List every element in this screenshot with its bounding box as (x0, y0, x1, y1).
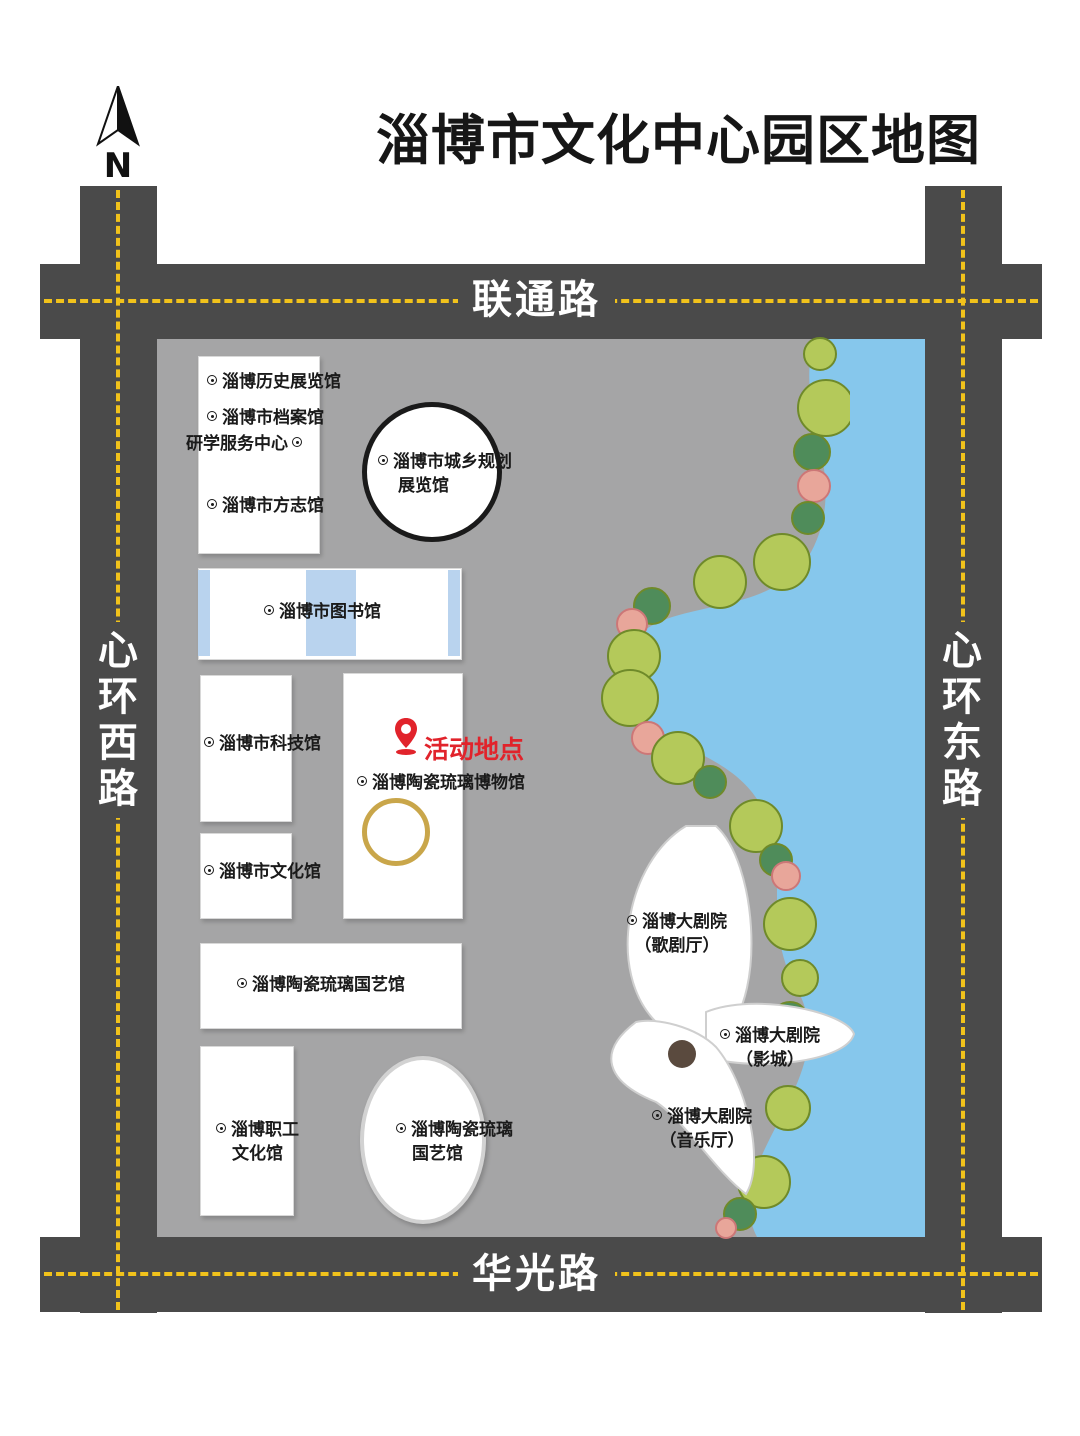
museum-rotunda (362, 798, 430, 866)
grand-theatre (610, 825, 856, 1196)
poi-icon (216, 1123, 226, 1133)
road-label-north: 联通路 (458, 272, 615, 328)
label-workers[interactable]: 淄博职工 文化馆 (216, 1118, 299, 1166)
north-arrow-icon: N (96, 85, 140, 186)
building-science (200, 675, 292, 822)
label-study[interactable]: 研学服务中心 (186, 432, 302, 456)
poi-icon (627, 915, 637, 925)
location-pin-icon[interactable] (393, 716, 419, 756)
road-label-south: 华光路 (458, 1246, 615, 1302)
poi-icon (207, 411, 217, 421)
label-library[interactable]: 淄博市图书馆 (264, 600, 381, 624)
label-ceramics-museum[interactable]: 淄博陶瓷琉璃博物馆 (357, 771, 525, 795)
label-art-oval[interactable]: 淄博陶瓷琉璃 国艺馆 (396, 1118, 513, 1166)
building-planning-hall (362, 402, 502, 542)
label-history[interactable]: 淄博历史展览馆 (207, 370, 341, 394)
poi-icon (720, 1029, 730, 1039)
event-location-label: 活动地点 (424, 735, 525, 764)
label-culture[interactable]: 淄博市文化馆 (204, 860, 321, 884)
building-workers (200, 1046, 294, 1216)
map-title: 淄博市文化中心园区地图 (376, 109, 981, 172)
label-planning[interactable]: 淄博市城乡规划 展览馆 (378, 450, 542, 498)
poi-icon (357, 776, 367, 786)
building-history-archives (198, 356, 320, 554)
library-glass-right (448, 570, 460, 656)
poi-icon (396, 1123, 406, 1133)
poi-icon (204, 737, 214, 747)
building-ceramics-museum (343, 673, 463, 919)
poi-icon (207, 375, 217, 385)
road-label-west: 心环西路 (90, 622, 146, 818)
library-glass-center (306, 570, 356, 656)
river (627, 339, 925, 1237)
poi-icon (378, 455, 388, 465)
poi-icon (264, 605, 274, 615)
building-culture (200, 833, 292, 919)
label-archives[interactable]: 淄博市档案馆 (207, 406, 324, 430)
poi-icon (652, 1110, 662, 1120)
label-chronicles[interactable]: 淄博市方志馆 (207, 494, 324, 518)
label-concert[interactable]: 淄博大剧院 （音乐厅） (652, 1105, 752, 1153)
road-label-east: 心环东路 (934, 622, 990, 818)
label-science[interactable]: 淄博市科技馆 (204, 732, 321, 756)
north-label: N (103, 146, 133, 186)
label-art-gallery[interactable]: 淄博陶瓷琉璃国艺馆 (237, 973, 405, 997)
building-art-oval (360, 1056, 486, 1224)
poi-icon (207, 499, 217, 509)
poi-icon (204, 865, 214, 875)
theatre-center (668, 1040, 696, 1068)
poi-icon (237, 978, 247, 988)
label-opera[interactable]: 淄博大剧院 （歌剧厅） (627, 910, 727, 958)
label-cinema[interactable]: 淄博大剧院 （影城） (720, 1024, 820, 1072)
poi-icon (292, 437, 302, 447)
library-glass-left (198, 570, 210, 656)
